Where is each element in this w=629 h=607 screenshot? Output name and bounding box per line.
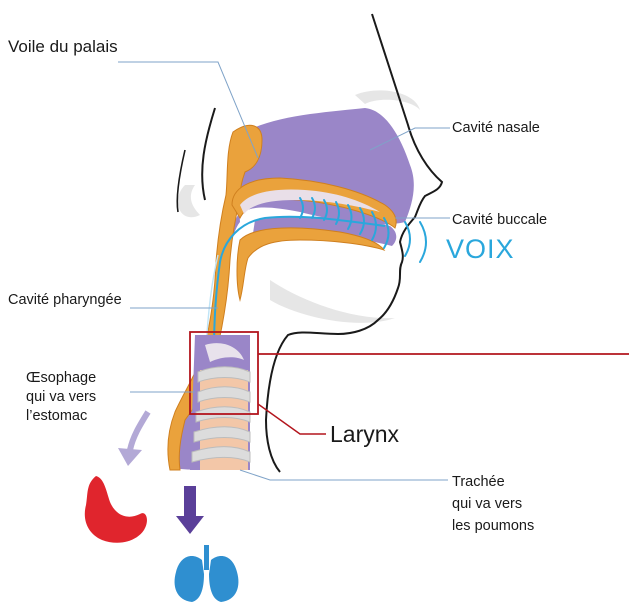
lungs-icon bbox=[175, 545, 239, 602]
label-larynx: Larynx bbox=[330, 421, 400, 447]
label-cavite-pharyngee: Cavité pharyngée bbox=[8, 292, 122, 308]
label-trachee-line2: qui va vers bbox=[452, 496, 522, 512]
stomach-icon bbox=[85, 476, 147, 543]
tongue-lining bbox=[237, 228, 384, 300]
down-arrow-icon bbox=[118, 412, 148, 466]
label-oesophage-line3: l’estomac bbox=[26, 408, 87, 424]
label-cavite-nasale: Cavité nasale bbox=[452, 120, 540, 136]
label-oesophage-line2: qui va vers bbox=[26, 389, 96, 405]
lungs-arrow bbox=[176, 486, 204, 534]
label-voix: VOIX bbox=[446, 234, 515, 264]
larynx-leader bbox=[258, 404, 326, 434]
larynx-trachea bbox=[190, 335, 250, 470]
back-of-head bbox=[202, 108, 215, 200]
label-voile-du-palais: Voile du palais bbox=[8, 37, 118, 56]
label-trachee-line3: les poumons bbox=[452, 518, 534, 534]
label-oesophage-line1: Œsophage bbox=[26, 370, 96, 386]
label-trachee-line1: Trachée bbox=[452, 474, 505, 490]
label-cavite-buccale: Cavité buccale bbox=[452, 212, 547, 228]
trachee-leader bbox=[240, 470, 448, 480]
